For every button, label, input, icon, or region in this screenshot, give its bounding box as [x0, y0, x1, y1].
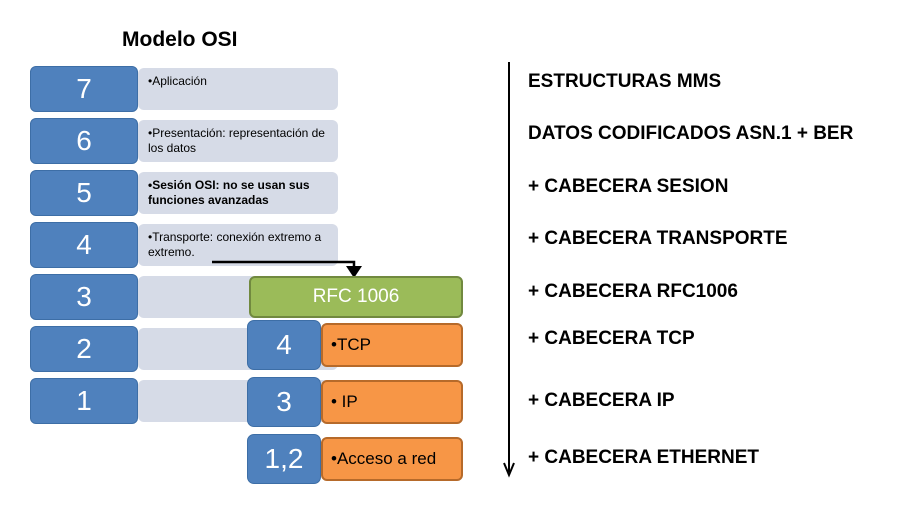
ip-layer-number: 3	[247, 377, 321, 427]
layer-5-number: 5	[30, 170, 138, 216]
down-arrow-icon	[503, 62, 515, 478]
tcp-label: •TCP	[321, 323, 463, 367]
layer-2-number: 2	[30, 326, 138, 372]
right-label-rfc1006: + CABECERA RFC1006	[528, 281, 738, 302]
layer-4-number: 4	[30, 222, 138, 268]
layer-7-number: 7	[30, 66, 138, 112]
right-label-mms: ESTRUCTURAS MMS	[528, 71, 722, 92]
right-label-ip: + CABECERA IP	[528, 390, 675, 411]
diagram-title: Modelo OSI	[122, 28, 238, 51]
right-label-asn1: DATOS CODIFICADOS ASN.1 + BER	[528, 123, 854, 144]
right-label-session: + CABECERA SESION	[528, 176, 729, 197]
layer-1-number: 1	[30, 378, 138, 424]
network-access-label: •Acceso a red	[321, 437, 463, 481]
ip-label: • IP	[321, 380, 463, 424]
layer-4-description: •Transporte: conexión extremo a extremo.	[138, 224, 338, 266]
rfc1006-box: RFC 1006	[249, 276, 463, 318]
right-label-ethernet: + CABECERA ETHERNET	[528, 447, 760, 468]
layer-6-number: 6	[30, 118, 138, 164]
layer-6-description: •Presentación: representación de los dat…	[138, 120, 338, 162]
right-label-transport: + CABECERA TRANSPORTE	[528, 228, 788, 249]
layer-7-description: •Aplicación	[138, 68, 338, 110]
right-label-tcp: + CABECERA TCP	[528, 328, 695, 349]
network-access-layer-number: 1,2	[247, 434, 321, 484]
layer-3-number: 3	[30, 274, 138, 320]
layer-5-description: •Sesión OSI: no se usan sus funciones av…	[138, 172, 338, 214]
tcp-layer-number: 4	[247, 320, 321, 370]
